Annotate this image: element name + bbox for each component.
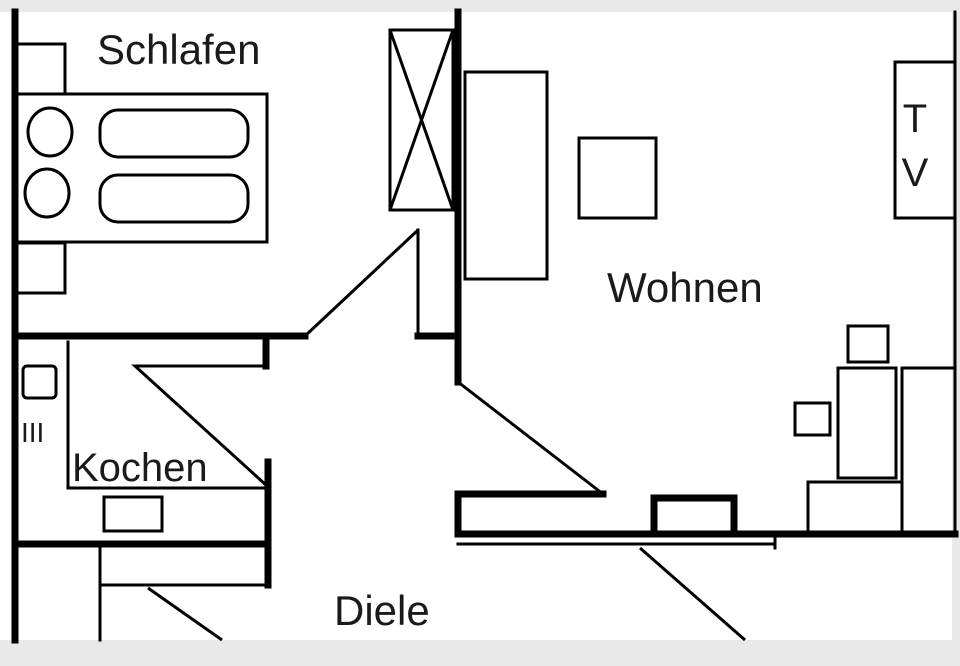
frame-bottom <box>0 640 960 666</box>
door-swing-entrance <box>639 546 746 642</box>
double-bed <box>13 92 269 244</box>
pillow-top <box>26 106 74 158</box>
door-swing-kochen <box>131 364 268 487</box>
radiator <box>650 494 738 538</box>
kitchen-table <box>102 495 164 533</box>
tv-label-v: V <box>902 151 929 195</box>
room-label-schlafen: Schlafen <box>97 26 260 73</box>
coffee-table <box>577 136 658 220</box>
sideboard <box>806 480 902 533</box>
room-label-kochen: Kochen <box>72 446 208 490</box>
frame-top <box>0 0 960 12</box>
door-swing-schlafen <box>303 228 420 338</box>
room-label-diele: Diele <box>334 587 430 634</box>
stove-mark: III <box>21 417 44 448</box>
sofa <box>463 70 549 281</box>
doors <box>131 228 746 642</box>
cabinet-right <box>900 366 955 533</box>
blanket-bottom <box>98 173 250 224</box>
room-label-wohnen: Wohnen <box>607 264 763 311</box>
door-swing-diele <box>147 586 223 642</box>
wardrobe-cross-b <box>388 29 455 211</box>
furniture <box>13 28 957 538</box>
wardrobe <box>388 28 455 212</box>
blanket-top <box>98 108 250 159</box>
chair-left <box>793 401 832 437</box>
dining-table <box>836 366 898 480</box>
labels: Schlafen Wohnen Kochen Diele T V III <box>21 26 929 634</box>
door-swing-wohnen <box>457 380 604 496</box>
tv-cabinet <box>893 60 957 220</box>
pillow-bottom <box>23 167 71 219</box>
chair-top <box>846 324 890 364</box>
sink <box>21 364 58 400</box>
tv-label-t: T <box>903 97 927 141</box>
